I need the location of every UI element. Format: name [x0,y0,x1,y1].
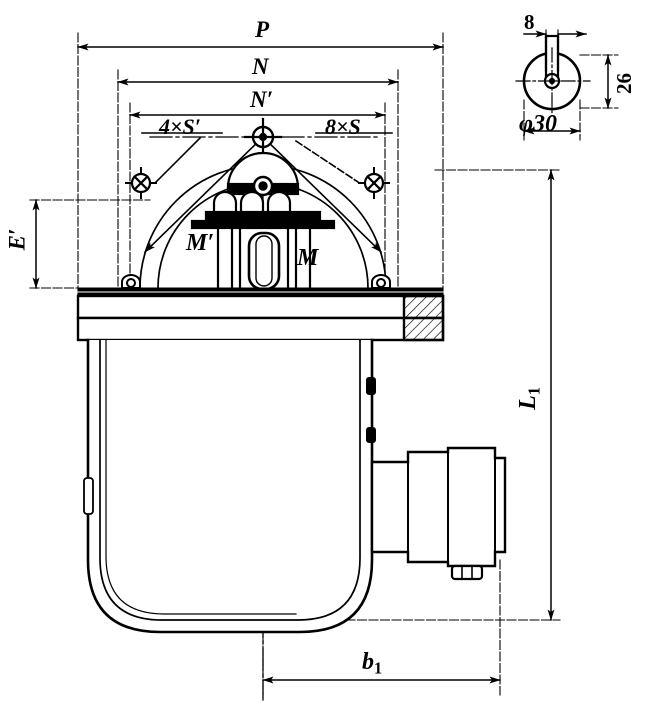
body-right-fittings [366,377,376,443]
cover-flange [76,287,445,342]
radius-line-m-prime [143,135,265,254]
m-prime-mark: ′ [207,230,215,256]
dimension-label-b1: b1 [362,650,382,677]
n-prime-mark: ′ [266,87,274,112]
l1-letter: L [514,395,541,410]
dimension-label-p: P [255,17,270,42]
lug-assembly [190,151,336,230]
leader-8xs [294,139,360,184]
body-sight-glass [83,477,94,515]
l1-subscript: 1 [524,387,544,396]
leader-4xs [154,136,202,184]
valve-stem [216,226,312,292]
callout-8xs: 8×S [325,114,361,139]
dimension-label-m: M [297,245,319,271]
radius-line-m [261,135,383,254]
b1-letter: b [362,649,374,675]
dimension-label-e-prime: E′ [4,228,30,251]
b1-subscript: 1 [374,658,383,678]
n-prime-letter: N [250,87,267,112]
detail-label-phi30: φ30 [519,111,558,137]
centre-target-icon [243,117,283,157]
flange-bolt-pads [121,274,391,289]
m-prime-letter: M [186,230,208,256]
detail-label-8: 8 [524,10,535,34]
side-nozzle [370,446,507,581]
e-prime-mark: ′ [4,228,30,236]
callout-4xs-prime: 4×S′ [159,114,201,139]
dimension-label-m-prime: M′ [186,231,214,255]
detail-view-bolt-hole [515,29,619,141]
detail-label-26: 26 [612,73,636,94]
dimension-label-l1: L1 [514,387,544,410]
e-prime-letter: E [4,235,30,251]
dimension-label-n-prime: N′ [250,88,273,111]
dimension-label-n: N [252,54,269,79]
vessel-body [86,338,374,634]
